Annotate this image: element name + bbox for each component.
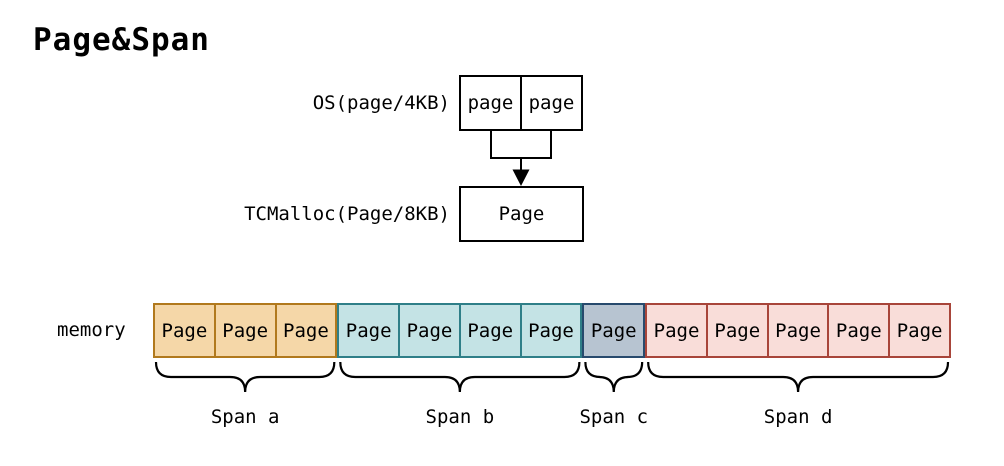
span-label: Span b	[425, 406, 495, 428]
memory-page-cell: Page	[213, 303, 277, 358]
memory-page-cell: Page	[337, 303, 401, 358]
memory-page-cell: Page	[645, 303, 708, 358]
span-brace	[584, 361, 644, 393]
span-label: Span d	[763, 406, 833, 428]
os-label: OS(page/4KB)	[312, 92, 450, 114]
merge-arrow	[490, 131, 552, 186]
span-label: Span c	[579, 406, 649, 428]
span-brace	[339, 361, 581, 393]
memory-page-cell: Page	[398, 303, 461, 358]
tcmalloc-page-box: Page	[459, 186, 584, 242]
span-group: Page	[582, 303, 646, 358]
span-label: Span a	[210, 406, 280, 428]
memory-page-cell: Page	[888, 303, 951, 358]
arrowhead-icon	[512, 169, 530, 186]
memory-page-cell: Page	[582, 303, 646, 358]
memory-page-cell: Page	[153, 303, 216, 358]
os-page-cell: page	[520, 77, 581, 129]
span-brace	[154, 361, 336, 393]
memory-page-cell: Page	[827, 303, 891, 358]
tcmalloc-label: TCMalloc(Page/8KB)	[244, 203, 450, 225]
page-title: Page&Span	[33, 22, 210, 58]
memory-page-cell: Page	[274, 303, 338, 358]
os-page-box: page page	[459, 75, 583, 131]
memory-page-cell: Page	[705, 303, 769, 358]
memory-page-cell: Page	[766, 303, 830, 358]
span-brace	[647, 361, 950, 393]
os-page-cell: page	[467, 92, 514, 114]
memory-page-cell: Page	[458, 303, 522, 358]
memory-page-cell: Page	[519, 303, 583, 358]
memory-label: memory	[57, 319, 126, 341]
span-braces	[154, 361, 950, 393]
